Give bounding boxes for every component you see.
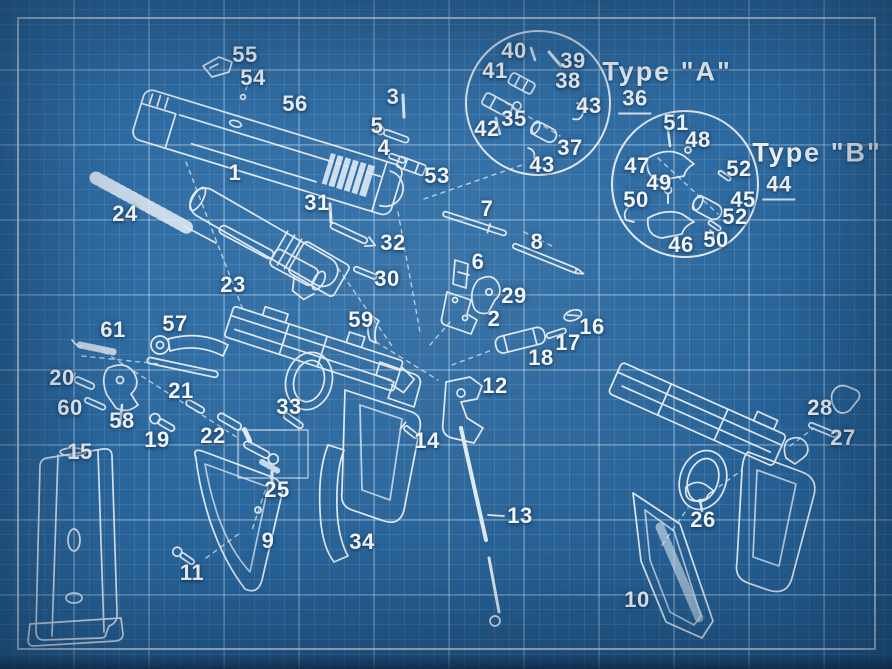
part-label-34: 34	[349, 529, 375, 554]
backstrap-drawing	[399, 376, 505, 627]
part-label-50a: 50	[623, 187, 649, 212]
part-label-38a: 38	[555, 68, 581, 93]
part-label-32: 32	[380, 230, 406, 255]
recoil-spring-drawing	[89, 171, 217, 244]
part-label-42a: 42	[474, 116, 500, 141]
part-label-15: 15	[67, 439, 93, 464]
part-label-22: 22	[200, 423, 226, 448]
part-label-21: 21	[168, 378, 194, 403]
slide-pins-drawing	[375, 93, 427, 177]
part-label-31: 31	[304, 190, 330, 215]
right-frame-drawing	[608, 362, 816, 593]
part-label-56: 56	[282, 91, 308, 116]
part-label-28: 28	[807, 395, 833, 420]
part-label-29: 29	[501, 283, 527, 308]
type-b-ref-number: 44	[762, 172, 796, 201]
part-label-58: 58	[109, 408, 135, 433]
pin-7-drawing	[442, 210, 507, 237]
part-label-8: 8	[530, 229, 544, 254]
part-label-13: 13	[507, 503, 533, 528]
part-label-1: 1	[228, 160, 242, 185]
part-label-43a: 43	[576, 93, 602, 118]
part-label-4: 4	[377, 135, 391, 160]
part-label-7: 7	[480, 196, 494, 221]
part-label-9: 9	[261, 528, 275, 553]
type-a-title: Type "A"	[602, 56, 732, 87]
pin-8-drawing	[512, 242, 585, 275]
magazine-drawing	[27, 447, 124, 647]
grip-strap-drawing	[318, 444, 349, 563]
part-label-52a: 52	[726, 156, 752, 181]
part-label-59: 59	[348, 307, 374, 332]
part-label-49a: 49	[646, 170, 672, 195]
part-label-43b: 43	[529, 152, 555, 177]
barrel-drawing	[189, 186, 378, 301]
part-label-53: 53	[424, 163, 450, 188]
part-label-30: 30	[374, 266, 400, 291]
frame-drawing	[224, 305, 422, 524]
right-small-parts-drawing	[684, 384, 861, 513]
left-grip-panel-drawing	[171, 449, 284, 592]
part-label-57: 57	[162, 311, 188, 336]
part-label-39a: 39	[560, 48, 586, 73]
part-label-23: 23	[220, 272, 246, 297]
right-grip-panel-drawing	[632, 492, 714, 639]
detail-circle-a	[465, 30, 611, 176]
part-label-52b: 52	[722, 204, 748, 229]
part-label-10: 10	[624, 587, 650, 612]
part-label-54: 54	[240, 65, 266, 90]
part-label-40a: 40	[501, 38, 527, 63]
safety-parts-drawing	[494, 308, 583, 354]
part-label-20: 20	[49, 365, 75, 390]
part-label-27: 27	[830, 425, 856, 450]
part-label-37a: 37	[557, 135, 583, 160]
part-label-18: 18	[528, 345, 554, 370]
part-label-55: 55	[232, 42, 258, 67]
part-label-45a: 45	[730, 187, 756, 212]
part-label-51a: 51	[663, 110, 689, 135]
part-label-46a: 46	[668, 232, 694, 257]
part-label-24: 24	[112, 201, 138, 226]
part-label-12: 12	[482, 373, 508, 398]
part-label-16: 16	[579, 314, 605, 339]
part-label-11: 11	[179, 560, 205, 585]
part-label-17: 17	[555, 330, 581, 355]
small-action-parts-drawing	[367, 259, 501, 344]
part-label-19: 19	[144, 427, 170, 452]
part-label-48a: 48	[685, 127, 711, 152]
part-label-61: 61	[100, 317, 126, 342]
part-label-6: 6	[471, 249, 485, 274]
type-b-title: Type "B"	[752, 137, 882, 168]
part-label-60: 60	[57, 395, 83, 420]
part-label-3: 3	[386, 84, 400, 109]
detail-circle-b	[611, 110, 759, 258]
slide-drawing	[132, 89, 404, 216]
part-label-50b: 50	[703, 227, 729, 252]
guide-rod-drawing	[218, 224, 327, 291]
part-label-41a: 41	[482, 58, 508, 83]
rear-sight-drawing	[202, 56, 247, 101]
part-label-5: 5	[370, 113, 384, 138]
part-label-33: 33	[276, 394, 302, 419]
part-label-35a: 35	[501, 106, 527, 131]
part-label-47a: 47	[624, 153, 650, 178]
part-label-2: 2	[487, 306, 501, 331]
part-label-25: 25	[264, 477, 290, 502]
part-label-26: 26	[690, 507, 716, 532]
part-label-14: 14	[414, 428, 440, 453]
type-a-ref-number: 36	[618, 86, 652, 115]
